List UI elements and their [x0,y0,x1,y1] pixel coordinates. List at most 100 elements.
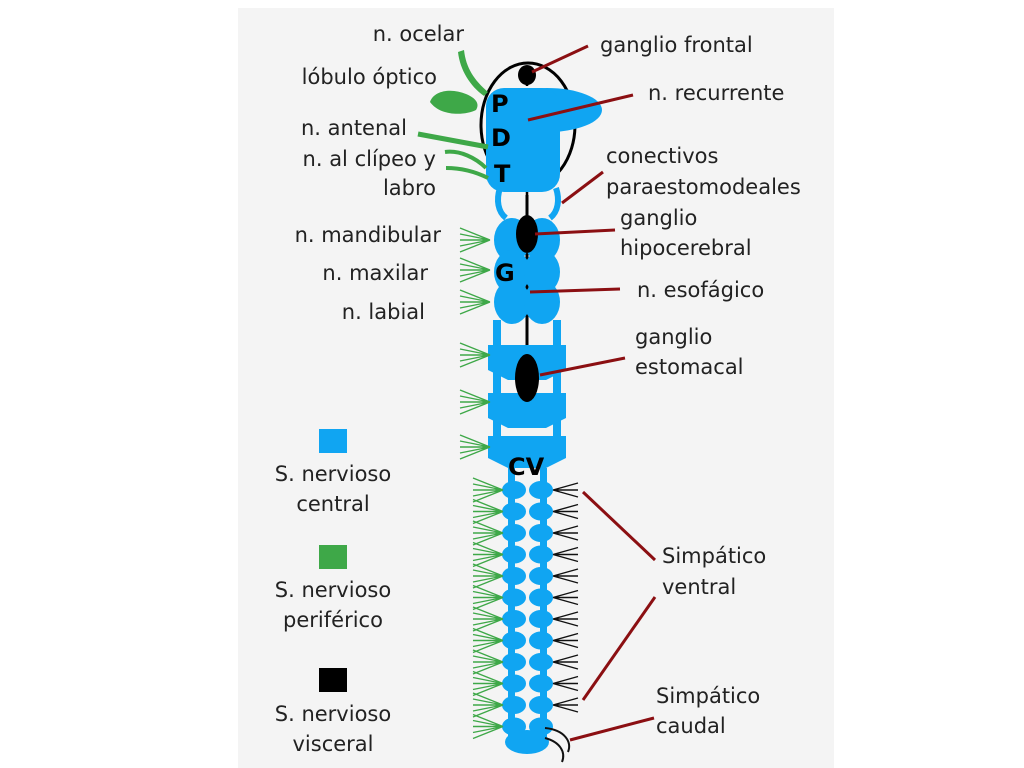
ventral-sympathetic-fan [552,503,579,520]
ventral-sympathetic-nerves [552,482,579,713]
thoracic-ganglion-2 [488,393,566,428]
abdominal-segments [502,481,553,754]
abdominal-ganglion-left [502,588,526,607]
leader-esofagico [529,287,621,294]
abdominal-ganglion-right [529,502,553,521]
abdominal-ganglion-right [529,610,553,628]
thoracic-ganglion-3 [488,436,566,468]
abdominal-nerve-fan [472,520,504,546]
region-label-g: G [495,259,515,287]
label-conectivos-line2: paraestomodeales [606,175,801,199]
ventral-sympathetic-fan [552,632,579,649]
abdominal-ganglion-right [529,588,553,607]
label-ocelar: n. ocelar [373,22,465,46]
abdominal-ganglion-right [529,631,553,650]
label-estomacal-line1: ganglio [635,325,712,349]
abdominal-ganglion-left [502,481,526,499]
abdominal-ganglion-left [502,610,526,628]
label-mandibular: n. mandibular [295,223,442,247]
label-lobulo-optico: lóbulo óptico [302,65,437,89]
abdominal-nerve-fan [472,563,504,589]
label-antenal: n. antenal [301,116,407,140]
segment-nerve-fan [459,434,491,460]
leader-simpatico-ventral-2 [581,596,657,701]
abdominal-ganglion-right [529,481,553,499]
connective-left [495,187,509,221]
label-hipocerebral-line1: ganglio [620,206,697,230]
leader-recurrente [527,93,634,122]
leader-ganglio-frontal [531,44,589,74]
label-simpatico-caudal-line1: Simpático [656,684,760,708]
label-recurrente: n. recurrente [648,81,784,105]
region-label-p: P [491,90,509,118]
leader-simpatico-caudal [569,716,655,742]
segment-nerve-fan [459,227,491,253]
label-labial: n. labial [342,300,425,324]
segment-nerve-fan [459,289,491,315]
abdominal-ganglion-right [529,545,553,564]
label-esofagico: n. esofágico [637,278,764,302]
abdominal-ganglion-left [502,524,526,542]
ocellar-nerve [458,50,488,96]
abdominal-ganglion-left [502,502,526,521]
ventral-sympathetic-fan [552,525,579,541]
subesophageal-lobe-3l [494,280,530,324]
abdominal-ganglion-right [529,674,553,693]
legend: S. nervioso central S. nervioso periféri… [275,429,391,756]
connective-thorax-right [553,320,561,448]
abdominal-ganglion-left [502,567,526,585]
label-simpatico-ventral-line1: Simpático [662,544,766,568]
legend-central-line2: central [296,492,369,516]
abdominal-ganglion-right [529,696,553,714]
clypeus-nerve-1 [444,149,488,170]
legend-peripheral-line1: S. nervioso [275,578,391,602]
abdominal-ganglion-left [502,653,526,671]
abdominal-ganglion-left [502,696,526,714]
leader-simpatico-ventral-1 [581,490,657,562]
subesophageal-lobe-3r [524,280,560,324]
legend-swatch-visceral [319,668,347,692]
abdominal-nerve-fan [472,498,504,525]
label-maxilar: n. maxilar [322,261,428,285]
connective-thorax-left [493,320,501,448]
hypocerebral-ganglion [516,215,538,253]
label-simpatico-ventral-line2: ventral [662,575,736,599]
clypeus-nerve-2 [445,166,489,180]
leader-estomacal [539,356,626,377]
label-clipeo-line1: n. al clípeo y [303,147,436,171]
segment-nerve-fan [459,257,491,283]
peripheral-nervous-system [417,50,504,740]
segment-nerve-fan [459,389,491,415]
abdominal-nerve-fan [472,627,504,654]
ventral-sympathetic-fan [552,568,579,584]
stomachal-ganglion [515,354,539,402]
ventral-sympathetic-fan [552,546,579,563]
ventral-sympathetic-fan [552,675,579,692]
label-simpatico-caudal-line2: caudal [656,714,726,738]
abdominal-nerve-fan [472,541,504,568]
brain-body [486,88,560,192]
segment-nerve-fan [459,342,491,368]
ventral-sympathetic-fan [552,589,579,606]
region-label-cv: CV [508,453,545,481]
abdominal-ganglion-left [502,545,526,564]
abdominal-nerve-fan [472,670,504,697]
abdominal-nerve-fan [472,584,504,611]
abdominal-nerve-fan [472,713,504,740]
terminal-ganglion [505,730,549,754]
ventral-sympathetic-fan [552,654,579,670]
abdominal-ganglion-right [529,567,553,585]
label-conectivos-line1: conectivos [606,144,718,168]
leader-hipocerebral [534,228,616,236]
abdominal-nerve-fan [472,477,504,503]
label-ganglio-frontal: ganglio frontal [600,33,753,57]
legend-swatch-central [319,429,347,453]
abdominal-ganglion-right [529,653,553,671]
legend-swatch-peripheral [319,545,347,569]
abdominal-ganglion-left [502,674,526,693]
abdominal-ganglion-left [502,631,526,650]
legend-peripheral-line2: periférico [283,608,383,632]
caudal-sympathetic-nerve-1 [544,727,570,753]
region-label-d: D [491,124,511,152]
